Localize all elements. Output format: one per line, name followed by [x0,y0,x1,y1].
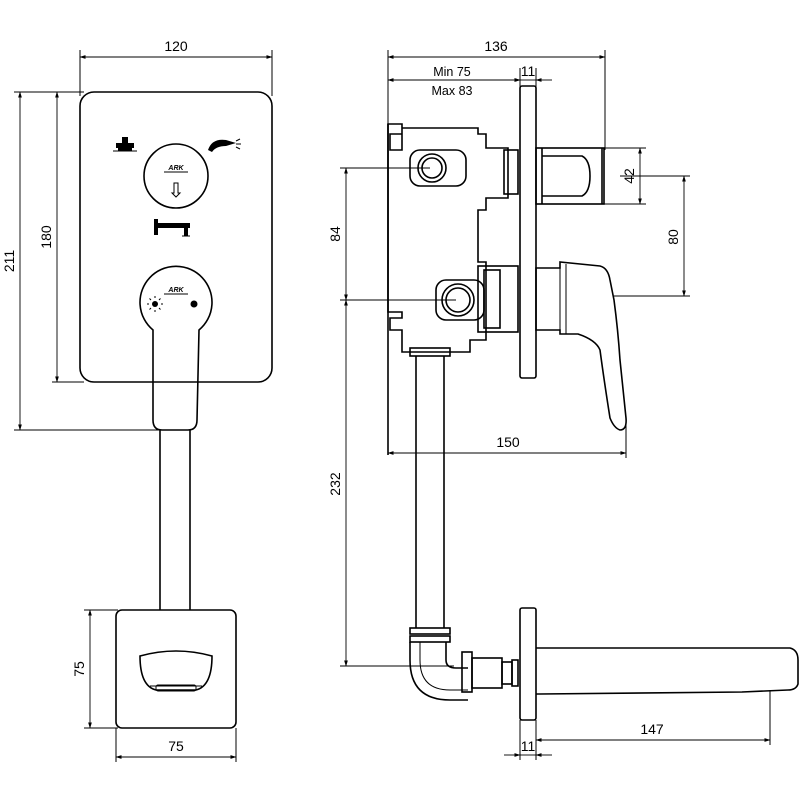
dim-plate-thickness: 11 [504,63,552,82]
spout-outlet [139,650,213,692]
dim-max-depth-label: Max 83 [432,84,473,98]
spout-plate [115,609,237,729]
dim-pipe-length-label: 232 [327,472,343,496]
dim-lever-projection-label: 150 [496,434,520,450]
dim-plate-width: 120 [79,38,273,59]
dim-inlet-spacing: 84 [327,167,348,301]
shower-head-icon [208,138,241,152]
dim-spout-projection-label: 147 [640,721,664,737]
lever-handle: ARK [139,265,213,431]
diverter-knob: ARK [143,143,209,209]
dim-pipe-length: 232 [327,299,348,667]
spout-side [519,607,799,745]
diverter-knob-side [535,147,605,205]
dim-total-height: 211 [1,91,22,431]
cover-plate [79,91,273,383]
bathtub-icon [113,137,137,152]
dim-spout-height: 75 [71,609,92,729]
dim-plate-height-label: 180 [38,225,54,249]
dim-plate-thickness-label: 11 [521,63,536,79]
dim-lever-projection: 150 [387,434,627,455]
dim-spout-height-label: 75 [71,661,87,677]
dim-spout-width: 75 [115,738,237,759]
valve-body [387,123,519,455]
dim-spout-width-label: 75 [168,738,184,754]
dim-min-max-depth: Min 75 Max 83 [387,65,521,98]
lever-side [535,261,627,431]
brand-logo: ARK [167,165,184,172]
dim-spout-plate: 11 [504,738,552,757]
dim-plate-width-label: 120 [164,38,188,54]
dim-depth-total: 136 [387,38,606,59]
hot-cold-indicator [147,296,198,312]
dim-min-depth-label: Min 75 [433,65,471,79]
side-view: 136 Min 75 Max 83 11 [327,38,799,760]
svg-text:ARK: ARK [167,287,184,294]
dim-inlet-spacing-label: 84 [327,226,343,242]
dim-outlet-to-lever: 80 [665,175,686,297]
dim-spout-projection: 147 [535,721,771,742]
dim-spout-plate-label: 11 [521,738,536,754]
dim-depth-total-label: 136 [484,38,508,54]
dim-outlet-to-lever-label: 80 [665,229,681,245]
cover-plate-side [519,85,537,379]
connecting-pipe [409,356,519,701]
dim-total-height-label: 211 [1,250,17,273]
front-view: 120 211 180 ARK [1,38,273,762]
dim-plate-height: 180 [38,91,59,383]
faucet-spout-icon [154,219,190,237]
